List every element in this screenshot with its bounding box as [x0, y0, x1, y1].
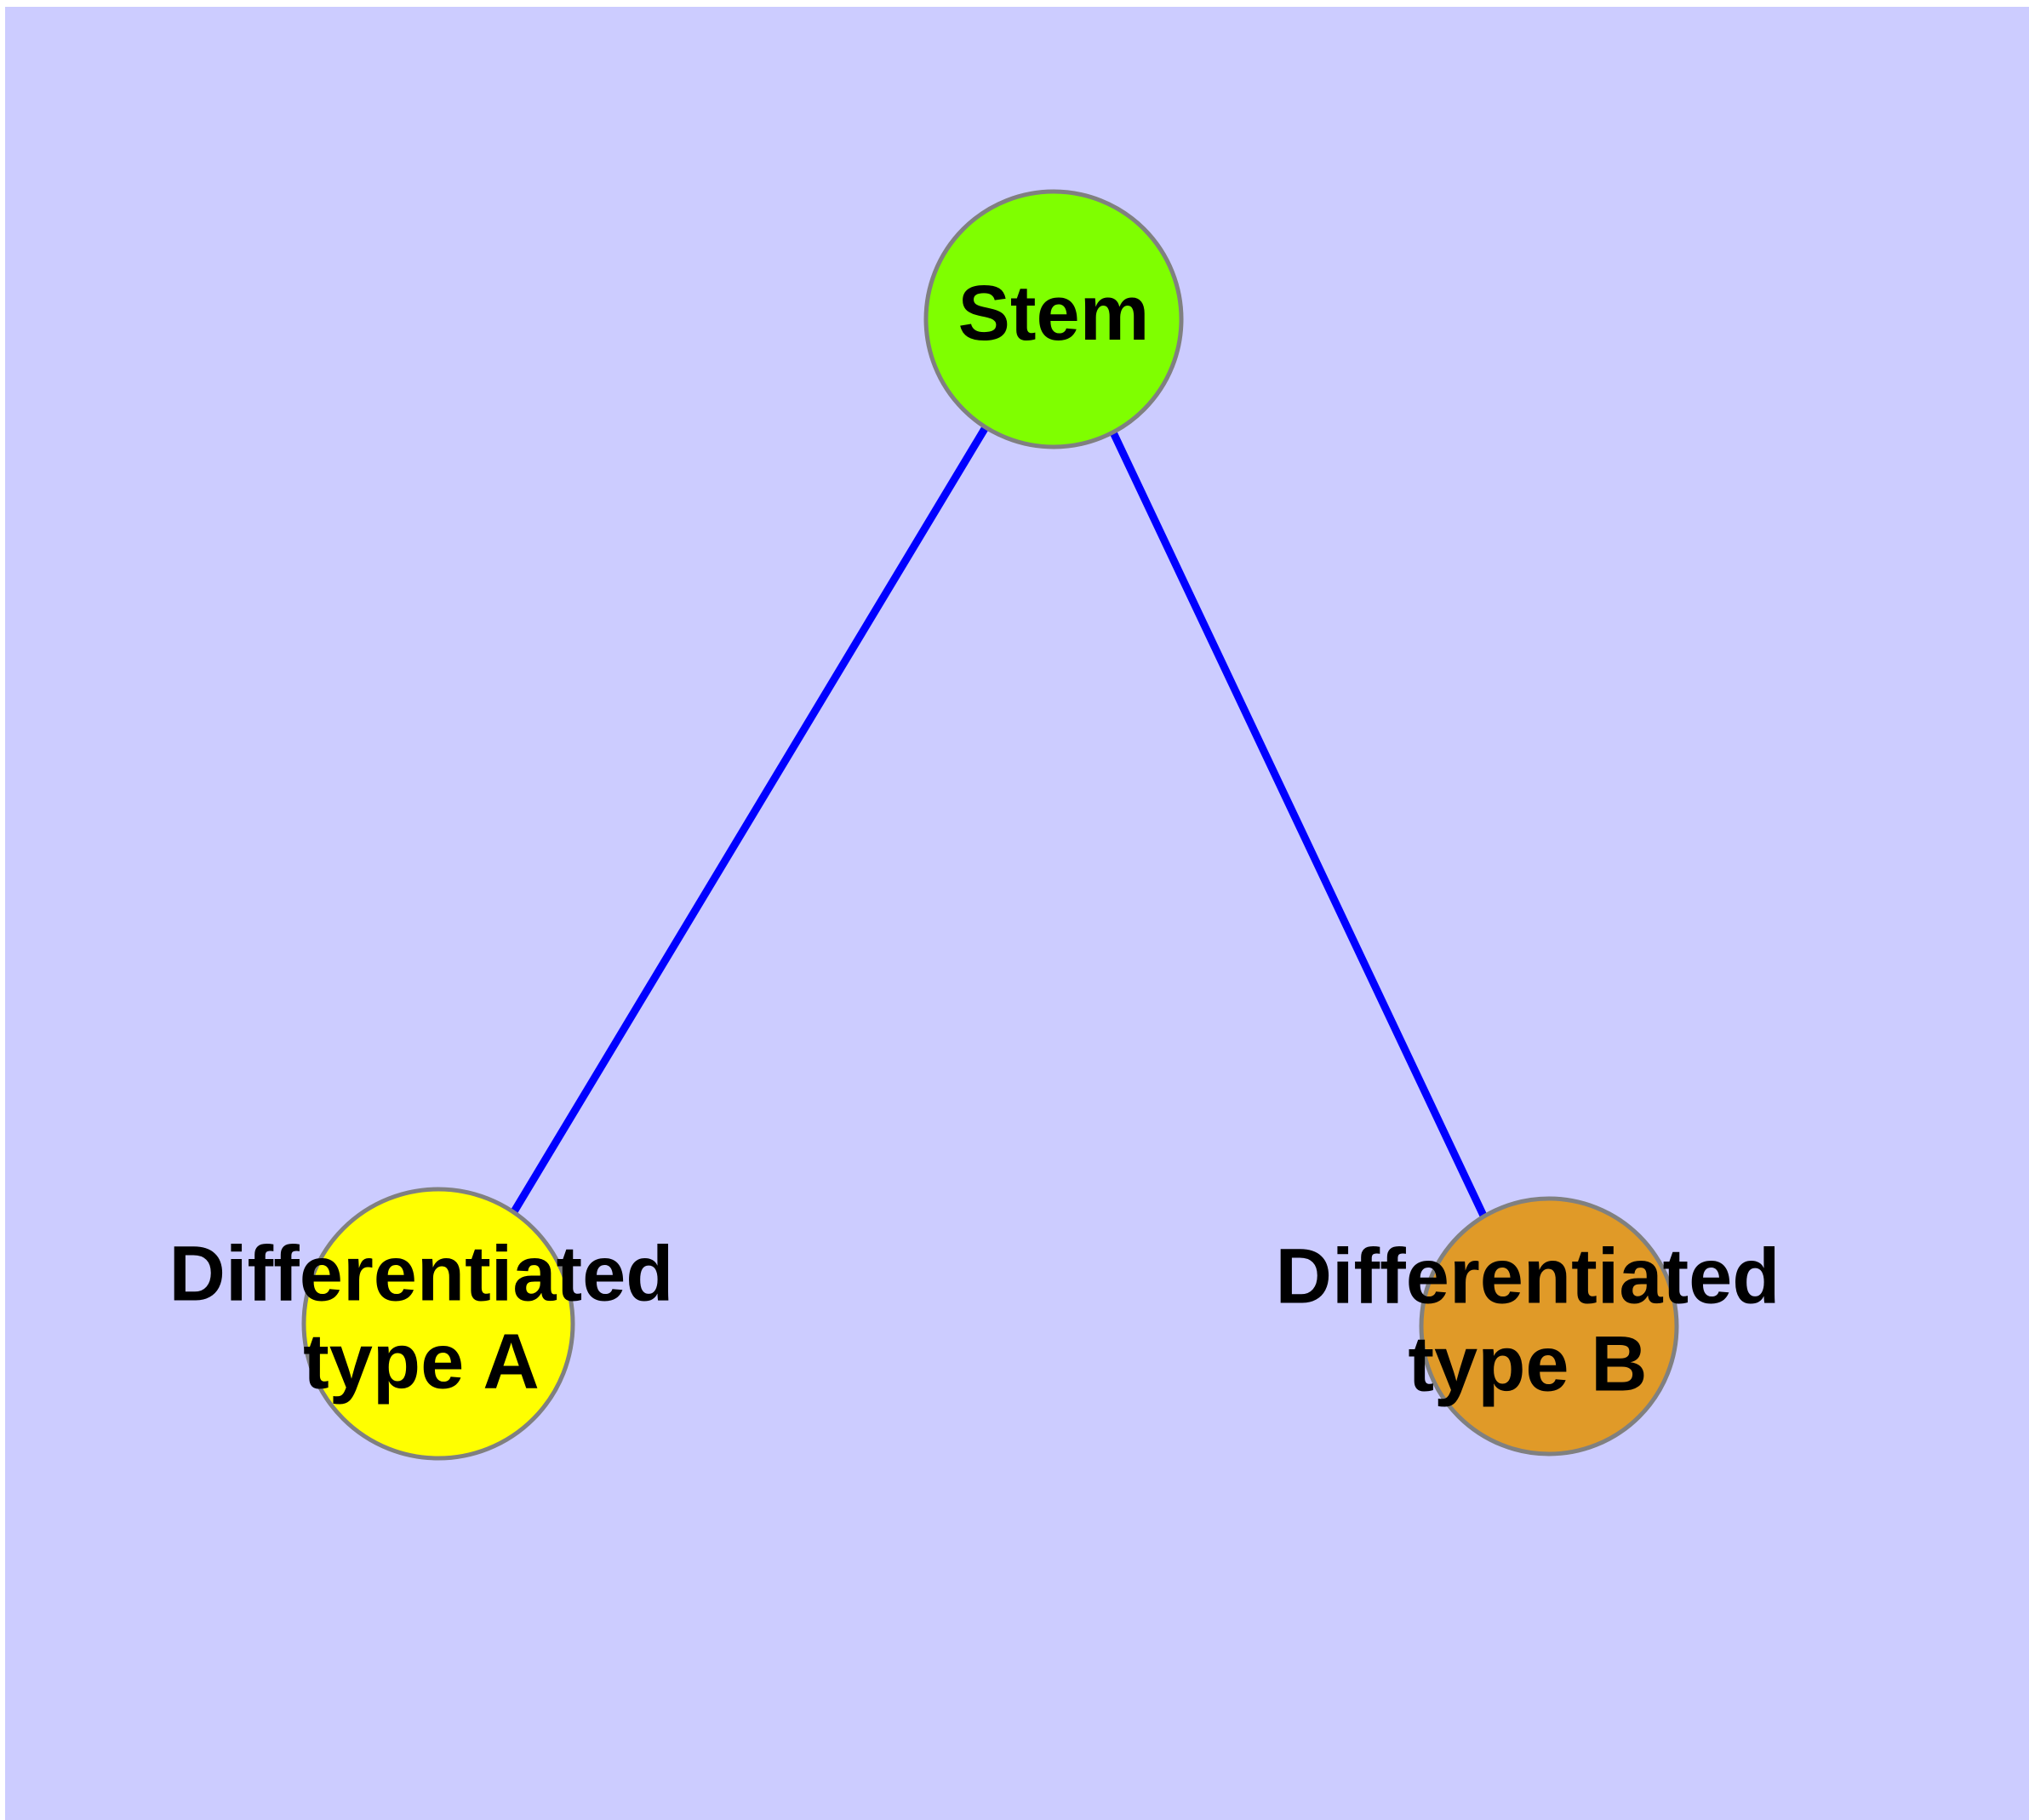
node-label-line: type A — [303, 1319, 540, 1405]
node-shape-layer — [301, 189, 1679, 1461]
edge-stem-to-differentiated-type-a[interactable] — [507, 425, 989, 1220]
edge-stem-to-differentiated-type-b[interactable] — [1109, 431, 1488, 1217]
node-label-line: Differentiated — [169, 1231, 674, 1318]
node-differentiated-type-a-circle[interactable] — [301, 1187, 575, 1461]
edge-layer — [507, 425, 1488, 1220]
node-differentiated-type-b-circle[interactable] — [1419, 1196, 1679, 1457]
node-stem-label: Stem — [958, 270, 1150, 357]
node-stem-circle[interactable] — [923, 189, 1184, 449]
node-label-line: Stem — [958, 270, 1150, 357]
node-label-line: Differentiated — [1276, 1233, 1780, 1320]
node-label-line: type B — [1408, 1321, 1647, 1408]
